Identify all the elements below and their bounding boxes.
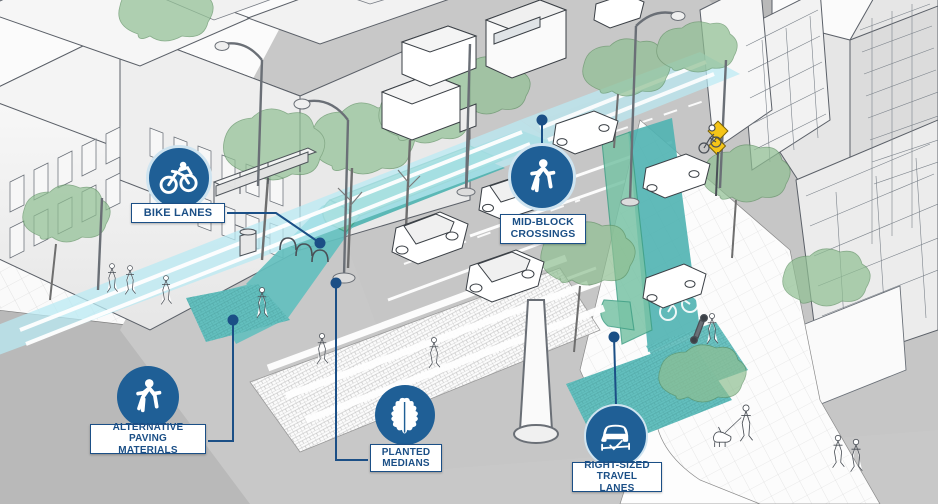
pedestrian-icon	[135, 378, 162, 412]
callout-label-alternative-paving-materials[interactable]: ALTERNATIVE PAVING MATERIALS	[90, 422, 206, 456]
pedestrian-icon	[529, 158, 556, 192]
bicycle-icon	[160, 162, 198, 195]
callout-label-mid-block-crossings[interactable]: MID-BLOCK CROSSINGS	[500, 214, 586, 244]
callout-badge-mid-block-crossings[interactable]	[508, 143, 576, 211]
callout-badge-right-sized-travel-lanes[interactable]	[584, 404, 648, 468]
callout-label-bike-lanes[interactable]: BIKE LANES	[131, 203, 225, 223]
anchor-dot-planted-medians	[330, 277, 342, 289]
callout-badge-alternative-paving-materials[interactable]	[117, 366, 179, 428]
anchor-dot-mid-block	[536, 114, 548, 126]
anchor-dot-bike-lanes	[314, 237, 326, 249]
cyclist	[698, 124, 722, 154]
anchor-dot-right-sized	[608, 331, 620, 343]
callout-badge-planted-medians[interactable]	[375, 385, 435, 445]
dog-walker	[713, 404, 753, 447]
callout-label-right-sized-travel-lanes[interactable]: RIGHT-SIZED TRAVEL LANES	[572, 460, 662, 494]
oak-leaf-icon	[391, 398, 419, 434]
callout-label-planted-medians[interactable]: PLANTED MEDIANS	[370, 444, 442, 472]
callout-badge-bike-lanes[interactable]	[146, 145, 212, 211]
anchor-dot-alt-paving	[227, 314, 239, 326]
car-lane-width-icon	[601, 425, 631, 452]
